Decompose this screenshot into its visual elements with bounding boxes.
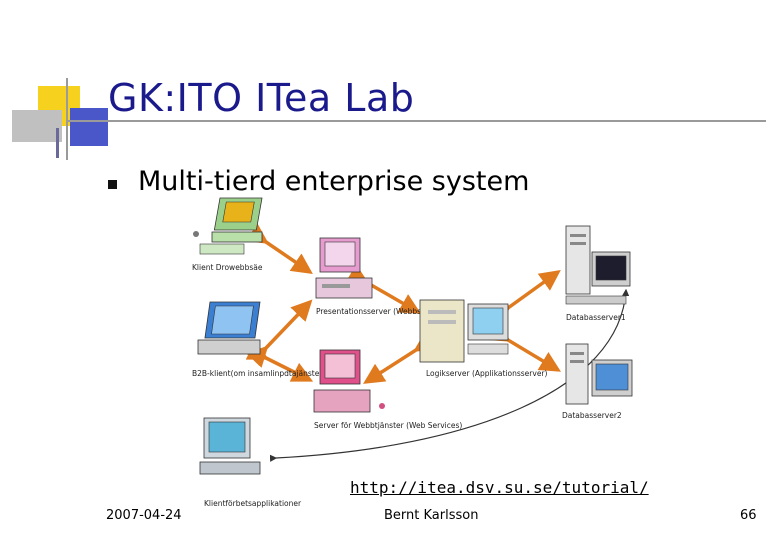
presentation-server-icon (316, 238, 372, 298)
label-db-server-1: Databasserver1 (566, 313, 626, 322)
deco-blue-square (70, 108, 108, 146)
arrow-b2b-to-presentation (266, 302, 310, 348)
b2b-client-laptop-icon (198, 302, 260, 354)
label-client-app: Klientförbetsapplikationer (204, 499, 302, 508)
deco-vertical-line-2 (56, 128, 59, 158)
arrow-client-to-presentation (266, 242, 310, 272)
client-app-computer-icon (200, 418, 260, 474)
app-server-icon (420, 300, 508, 362)
label-client-browser: Klient Drowebbsäe (192, 263, 263, 272)
architecture-diagram: Klient Drowebbsäe Presentationsserver (W… (170, 190, 650, 510)
label-b2b-client: B2B-klient(om insamlinpdtajänsten) (192, 369, 327, 378)
label-web-service: Server för Webbtjänster (Web Services) (314, 421, 462, 430)
db-server-1-icon (566, 226, 630, 304)
client-browser-computer-icon (193, 198, 262, 254)
footer-date: 2007-04-24 (106, 508, 182, 523)
title-divider (66, 120, 766, 122)
arrow-app-to-db1 (508, 272, 558, 308)
web-service-server-icon (314, 350, 385, 412)
arrow-app-to-db2 (508, 340, 558, 370)
footer-author: Bernt Karlsson (384, 508, 478, 523)
label-app-server: Logikserver (Applikationsserver) (426, 369, 548, 378)
footer-page-number: 66 (740, 508, 757, 523)
slide-title: GK:ITO ITea Lab (108, 76, 414, 120)
bullet-square-icon (108, 180, 117, 189)
deco-gray-square (12, 110, 62, 142)
tutorial-link[interactable]: http://itea.dsv.su.se/tutorial/ (350, 478, 649, 497)
label-db-server-2: Databasserver2 (562, 411, 622, 420)
arrow-app-to-webservice (366, 350, 416, 382)
deco-vertical-line (66, 78, 68, 160)
